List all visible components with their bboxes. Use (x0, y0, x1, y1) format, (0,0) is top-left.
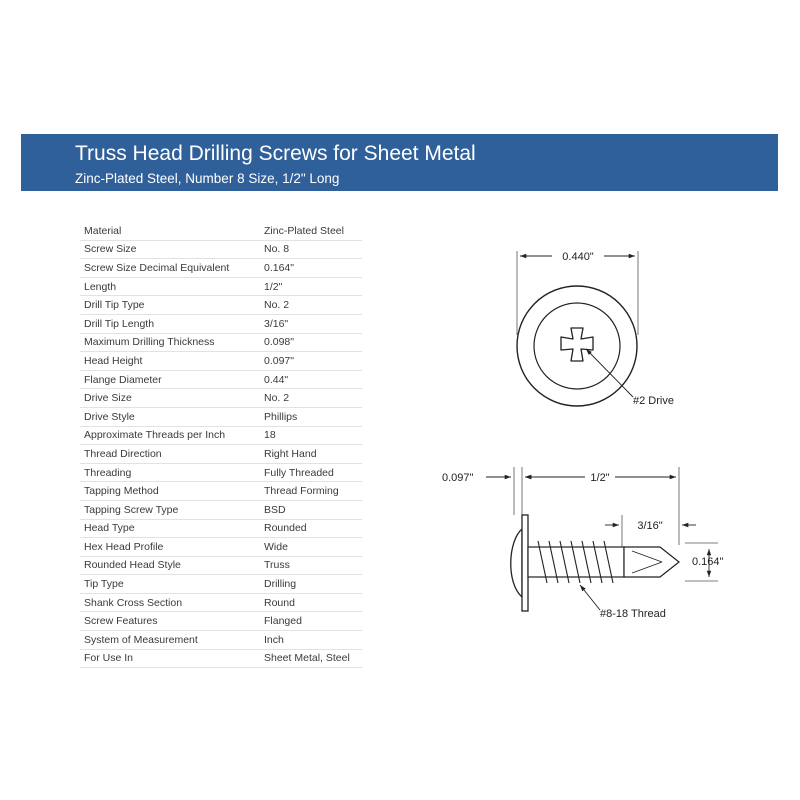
spec-label: Head Height (80, 351, 260, 371)
tip-length-label: 3/16" (637, 520, 662, 532)
thread-label: #8-18 Thread (600, 608, 666, 620)
spec-label: Tapping Method (80, 481, 260, 501)
spec-value: Round (260, 593, 362, 613)
spec-value: No. 2 (260, 388, 362, 408)
spec-value: 0.164" (260, 258, 362, 278)
spec-value: Drilling (260, 574, 362, 594)
spec-value: No. 2 (260, 295, 362, 315)
spec-label: Hex Head Profile (80, 537, 260, 557)
truss-head-dome (510, 527, 523, 599)
flange-profile (521, 514, 529, 612)
spec-label: Material (80, 222, 260, 241)
screw-dimension-drawing: 0.440" #2 Drive 0.097" 1/2" 3/16" (442, 251, 724, 620)
header-banner: Truss Head Drilling Screws for Sheet Met… (21, 134, 778, 191)
drill-tip (623, 546, 680, 578)
length-label: 1/2" (590, 472, 609, 484)
spec-label: Approximate Threads per Inch (80, 426, 260, 446)
spec-label: For Use In (80, 649, 260, 669)
page-title: Truss Head Drilling Screws for Sheet Met… (75, 142, 476, 165)
spec-value: Wide (260, 537, 362, 557)
spec-value: Phillips (260, 407, 362, 427)
spec-value: 0.44" (260, 370, 362, 390)
spec-label: Head Type (80, 519, 260, 539)
spec-label: Rounded Head Style (80, 556, 260, 576)
spec-value: Inch (260, 630, 362, 650)
spec-value: Flanged (260, 611, 362, 632)
spec-label: Maximum Drilling Thickness (80, 333, 260, 353)
spec-label: Length (80, 277, 260, 297)
drive-label: #2 Drive (633, 395, 674, 407)
spec-value: 1/2" (260, 277, 362, 297)
spec-label: Drive Size (80, 388, 260, 408)
spec-value: 3/16" (260, 314, 362, 334)
spec-label: Tip Type (80, 574, 260, 594)
spec-value: BSD (260, 500, 362, 520)
drill-flute-1 (631, 550, 663, 563)
spec-value: Fully Threaded (260, 463, 362, 483)
top-view: 0.440" #2 Drive (516, 251, 674, 407)
thread-leader-line (579, 584, 601, 611)
drill-flute-2 (631, 561, 663, 574)
spec-label: Screw Size (80, 240, 260, 260)
drive-leader-line (585, 348, 634, 398)
spec-label: Threading (80, 463, 260, 483)
side-view: 0.097" 1/2" 3/16" 0.164" #8-18 Thread (442, 467, 724, 620)
flange-diameter-label: 0.440" (562, 251, 594, 263)
spec-value: Thread Forming (260, 481, 362, 501)
spec-label: Drive Style (80, 407, 260, 427)
spec-value: Truss (260, 556, 362, 576)
diameter-label: 0.164" (692, 556, 724, 568)
spec-label: Drill Tip Length (80, 314, 260, 334)
spec-value: Sheet Metal, Steel (260, 649, 362, 669)
phillips-drive-icon (560, 327, 594, 362)
spec-value: 0.097" (260, 351, 362, 371)
head-height-label: 0.097" (442, 472, 474, 484)
spec-value: Rounded (260, 519, 362, 539)
spec-label: Screw Features (80, 611, 260, 632)
page-subtitle: Zinc-Plated Steel, Number 8 Size, 1/2" L… (75, 171, 340, 186)
spec-label: Flange Diameter (80, 370, 260, 390)
spec-label: Thread Direction (80, 444, 260, 464)
spec-label: System of Measurement (80, 630, 260, 650)
spec-label: Tapping Screw Type (80, 500, 260, 520)
spec-value: No. 8 (260, 240, 362, 260)
spec-value: 18 (260, 426, 362, 446)
thread-pattern (537, 540, 614, 584)
spec-label: Drill Tip Type (80, 295, 260, 315)
spec-label: Shank Cross Section (80, 593, 260, 613)
spec-value: Zinc-Plated Steel (260, 222, 362, 241)
spec-value: Right Hand (260, 444, 362, 464)
spec-value: 0.098" (260, 333, 362, 353)
spec-label: Screw Size Decimal Equivalent (80, 258, 260, 278)
